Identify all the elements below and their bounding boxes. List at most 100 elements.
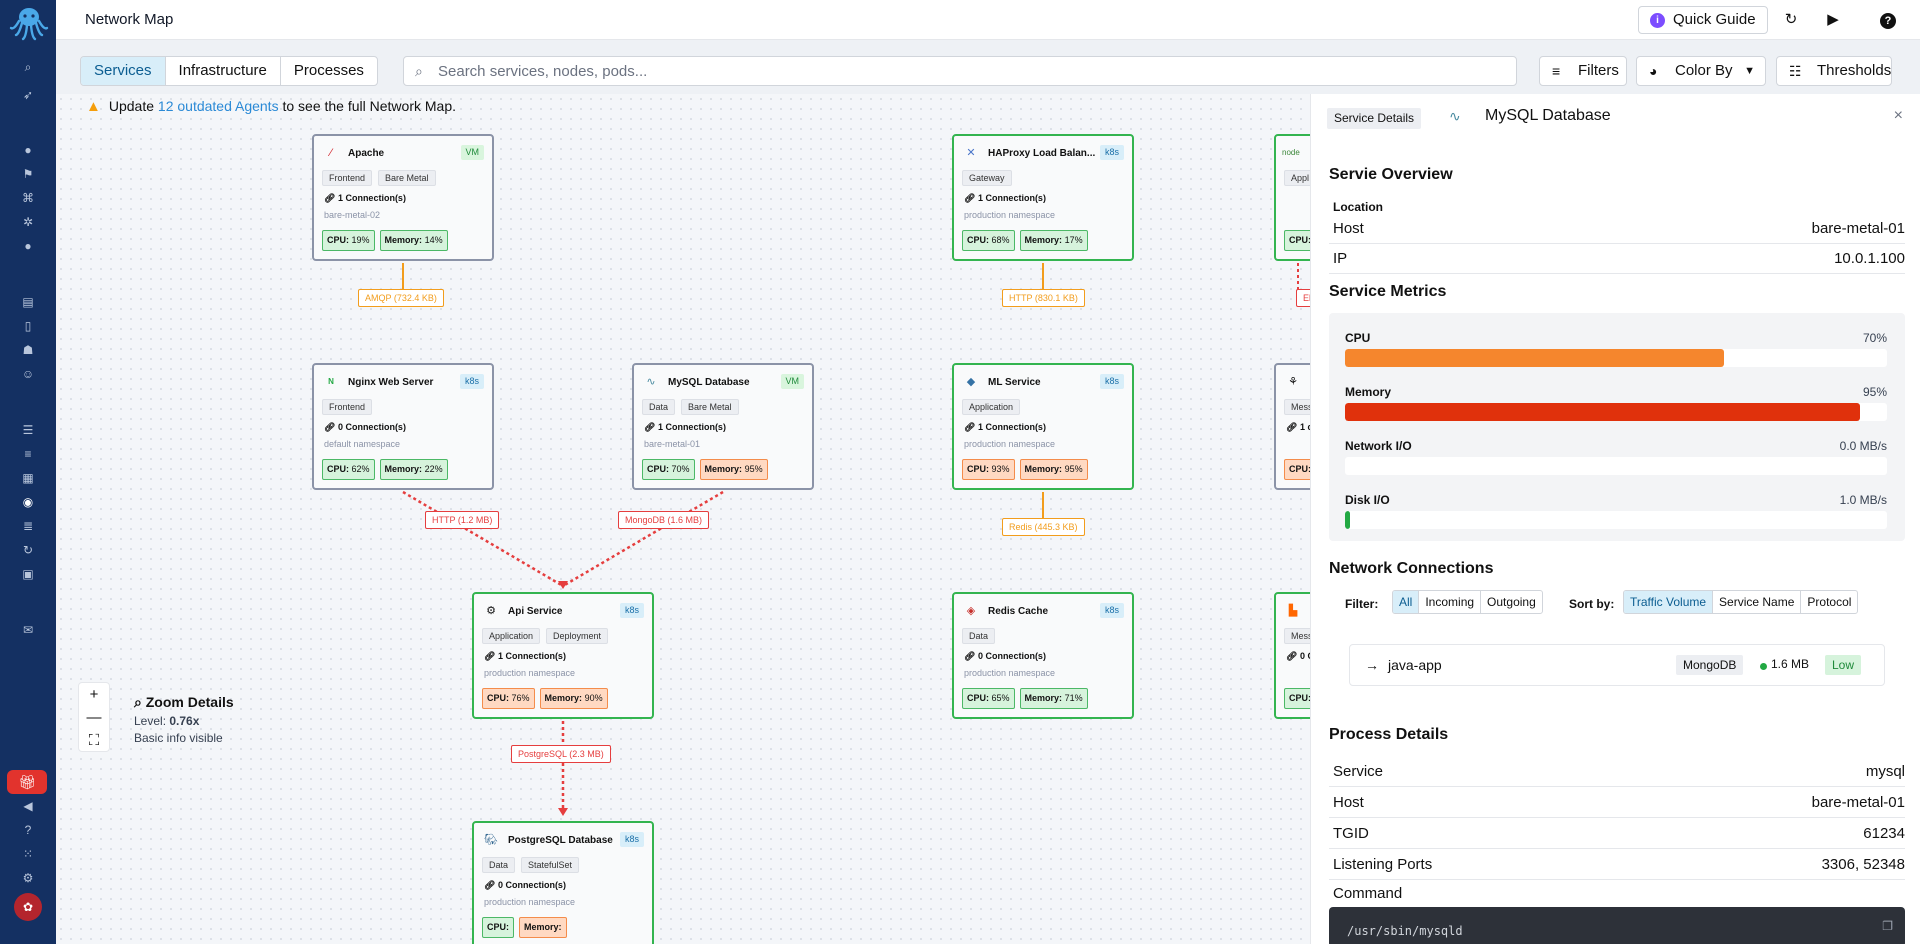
sort-traffic-volume[interactable]: Traffic Volume — [1624, 591, 1714, 613]
top-bar: Network Map i Quick Guide ↻ ▶ ? — [56, 0, 1920, 40]
list-icon[interactable]: ≡ — [24, 447, 32, 461]
node-ml-service[interactable]: ◆ ML Service k8s Application 🔗︎ 1 Connec… — [952, 363, 1134, 490]
connection-item[interactable]: → java-app MongoDB 1.6 MB Low — [1349, 644, 1885, 686]
zoom-in-button[interactable]: + — [89, 686, 99, 703]
search-input[interactable] — [438, 60, 1498, 82]
tab-services[interactable]: Services — [81, 57, 166, 85]
gift-icon[interactable]: 🎁︎ — [7, 770, 47, 794]
hierarchy-icon[interactable]: ⌘ — [22, 191, 34, 205]
tab-processes[interactable]: Processes — [293, 62, 364, 79]
edge-label: El — [1296, 289, 1310, 307]
metric-label: CPU — [1345, 331, 1371, 345]
link-icon: 🔗︎ — [964, 422, 978, 432]
search-icon[interactable]: ⌕ — [24, 60, 32, 74]
cpu-metric: CPU: 65% — [962, 688, 1015, 709]
copy-icon[interactable]: ❐ — [1882, 919, 1893, 933]
direction-filter: All Incoming Outgoing — [1392, 590, 1543, 614]
color-by-dropdown[interactable]: ◕ Color By ▼ — [1636, 56, 1766, 86]
location-label: Location — [1333, 200, 1383, 214]
package-icon[interactable]: ▣ — [22, 567, 34, 581]
gear-icon[interactable]: ⚙ — [22, 871, 34, 885]
edge-label: HTTP (1.2 MB) — [425, 511, 500, 529]
process-row: Service mysql — [1329, 757, 1905, 787]
filters-button[interactable]: ≡ Filters — [1539, 56, 1627, 86]
globe-icon[interactable]: ● — [24, 239, 32, 253]
node-connections: 🔗︎ 1 Connection(s) — [964, 193, 1046, 204]
refresh-icon[interactable]: ↻ — [1784, 11, 1798, 28]
node-location: production namespace — [964, 439, 1056, 449]
grid-icon[interactable]: ▦ — [22, 471, 34, 485]
edge-nginx-api — [402, 490, 564, 588]
node-name: Apache — [348, 148, 385, 159]
close-icon[interactable]: × — [1893, 107, 1903, 124]
network-map-icon[interactable]: ◉ — [22, 495, 34, 509]
info-icon[interactable]: ● — [24, 143, 32, 157]
nginx-icon: N — [328, 377, 334, 386]
node-api-service[interactable]: ⚙ Api Service k8s Application Deployment… — [472, 592, 654, 719]
flag-icon[interactable]: ⚑ — [22, 167, 34, 181]
zoom-title: Zoom Details — [145, 694, 234, 710]
process-key: TGID — [1333, 825, 1369, 842]
magnifier-icon: ⌕ — [134, 694, 146, 710]
fit-view-button[interactable]: ⛶ — [88, 732, 100, 749]
node-mysql[interactable]: ∿ MySQL Database VM Data Bare Metal 🔗︎ 1… — [632, 363, 814, 490]
apps-icon[interactable]: ⁙ — [22, 847, 34, 861]
document-icon[interactable]: ▯ — [24, 319, 32, 333]
node-redis-cache[interactable]: ◈ Redis Cache k8s Data 🔗︎ 0 Connection(s… — [952, 592, 1134, 719]
filter-outgoing[interactable]: Outgoing — [1487, 595, 1536, 609]
chart-icon[interactable]: ▤ — [22, 295, 34, 309]
sync-icon[interactable]: ↻ — [22, 543, 34, 557]
octopus-logo[interactable] — [8, 4, 50, 42]
zoom-controls: + — ⛶ — [78, 682, 110, 752]
node-partial-rabbitmq[interactable]: ▙ Mess 🔗︎ 0 C CPU: — [1274, 592, 1310, 719]
help-icon[interactable]: ? — [1876, 8, 1900, 32]
node-name: Redis Cache — [988, 606, 1049, 617]
node-tag: Frontend — [322, 399, 373, 415]
cpu-metric: CPU: — [1284, 688, 1310, 709]
memory-value: 95% — [1064, 464, 1083, 474]
command-row: Command — [1329, 879, 1905, 909]
ip-value: 10.0.1.100 — [1834, 250, 1905, 267]
node-location: production namespace — [964, 210, 1056, 220]
edge-label: AMQP (732.4 KB) — [358, 289, 444, 307]
apache-feather-icon: ⁄ — [330, 147, 332, 159]
help-icon[interactable]: ? — [24, 823, 32, 837]
connections-text: 0 Connection(s) — [497, 880, 566, 890]
rocket-icon[interactable]: ➶ — [22, 88, 34, 102]
thresholds-button[interactable]: ☷ Thresholds — [1776, 56, 1892, 86]
warning-prefix: Update — [108, 98, 158, 114]
sort-service-name[interactable]: Service Name — [1713, 591, 1802, 613]
node-nginx[interactable]: N Nginx Web Server k8s Frontend 🔗︎ 0 Con… — [312, 363, 494, 490]
cpu-value: 68% — [991, 235, 1010, 245]
robot-icon[interactable]: ☗ — [22, 343, 34, 357]
tab-infrastructure[interactable]: Infrastructure — [166, 57, 281, 85]
node-haproxy[interactable]: ✕ HAProxy Load Balan... k8s Gateway 🔗︎ 1… — [952, 134, 1134, 261]
sort-label: Sort by: — [1569, 597, 1615, 611]
stack-icon[interactable]: ≣ — [22, 519, 34, 533]
team-icon[interactable]: ☺ — [21, 367, 35, 381]
node-tag: Mess — [1284, 399, 1310, 415]
node-apache[interactable]: ⁄ Apache VM Frontend Bare Metal 🔗︎ 1 Con… — [312, 134, 494, 261]
message-icon[interactable]: ✉ — [22, 623, 34, 637]
node-badge: k8s — [1099, 374, 1124, 389]
node-connections: 🔗︎ 1 Connection(s) — [324, 193, 406, 204]
zoom-out-button[interactable]: — — [86, 709, 102, 726]
megaphone-icon[interactable]: ◀ — [23, 799, 33, 813]
filter-incoming[interactable]: Incoming — [1419, 591, 1482, 613]
database-icon[interactable]: ☰ — [22, 423, 34, 437]
node-postgresql[interactable]: 🐘︎ PostgreSQL Database k8s Data Stateful… — [472, 821, 654, 944]
filter-all[interactable]: All — [1393, 591, 1420, 613]
quick-guide-button[interactable]: i Quick Guide — [1638, 6, 1768, 34]
sort-protocol[interactable]: Protocol — [1807, 595, 1852, 609]
nodes-icon[interactable]: ✲ — [22, 215, 34, 229]
status-dot — [1760, 663, 1767, 670]
play-icon[interactable]: ▶ — [1827, 11, 1839, 28]
sidebar: ⌕ ➶ ● ⚑ ⌘ ✲ ● ▤ ▯ ☗ ☺ ☰ ≡ ▦ ◉ ≣ ↻ ▣ ✉ 🎁︎… — [0, 0, 56, 944]
toolbar: Services Infrastructure Processes ⌕ ≡ Fi… — [56, 40, 1920, 94]
network-map-canvas[interactable]: ▲Update 12 outdated Agents to see the fu… — [56, 94, 1310, 944]
avatar[interactable]: ✿ — [14, 893, 42, 921]
node-partial-nodejs[interactable]: node Appl CPU: — [1274, 134, 1310, 261]
outdated-agents-link[interactable]: 12 outdated Agents — [157, 98, 279, 114]
node-partial-messaging[interactable]: ⚘ Mess 🔗︎ 1 c CPU: — [1274, 363, 1310, 490]
